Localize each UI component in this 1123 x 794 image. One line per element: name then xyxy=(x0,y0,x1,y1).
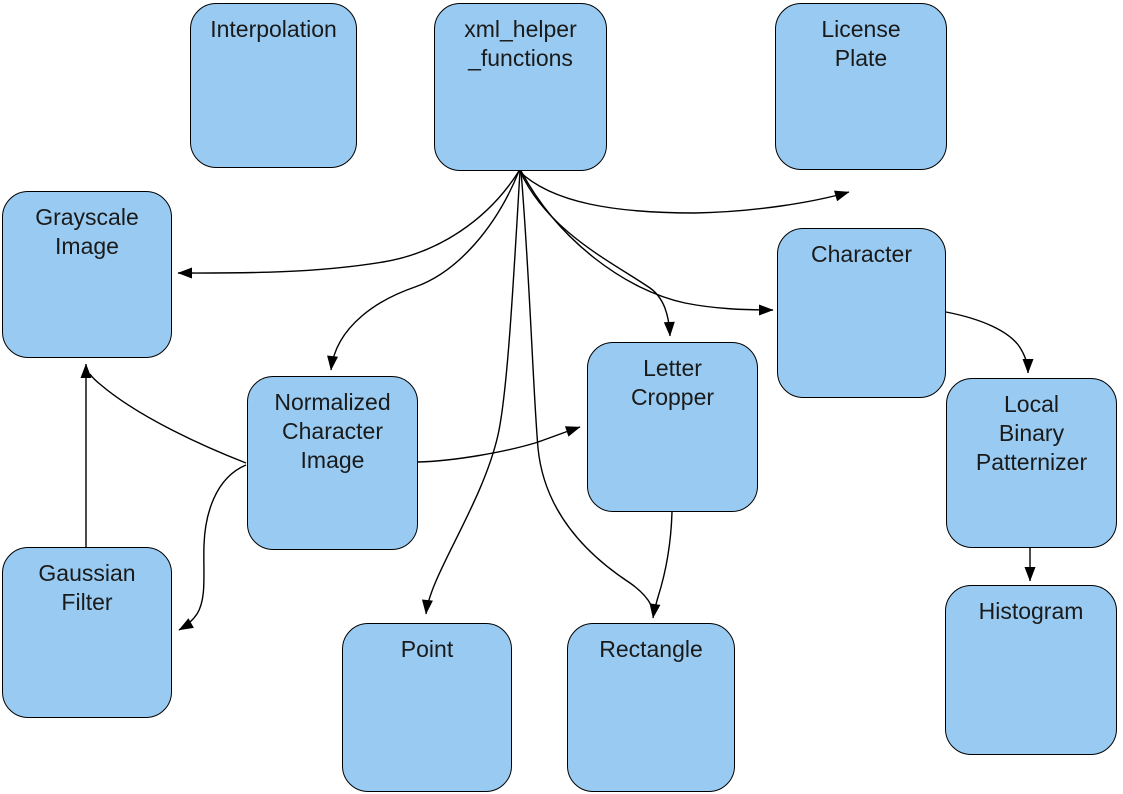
edge-normalized-character-image-to-grayscale-image xyxy=(89,373,247,464)
edge-normalized-character-image-to-letter-cropper xyxy=(417,426,581,463)
node-license-plate[interactable]: License Plate xyxy=(775,3,947,170)
edge-xml-helper-to-normalized-character-image xyxy=(327,170,520,371)
node-normalized-character-image[interactable]: Normalized Character Image xyxy=(247,376,418,550)
edge-xml-helper-to-character xyxy=(520,170,774,316)
edge-xml-helper-to-license-plate xyxy=(518,170,850,214)
edge-character-to-local-binary-patternizer xyxy=(945,311,1034,374)
node-point[interactable]: Point xyxy=(342,623,512,792)
node-label: License Plate xyxy=(821,16,901,71)
node-xml-helper-functions[interactable]: xml_helper _functions xyxy=(434,3,607,171)
node-label: Normalized Character Image xyxy=(274,389,391,473)
node-rectangle[interactable]: Rectangle xyxy=(567,623,735,792)
node-label: Rectangle xyxy=(599,636,703,662)
edge-xml-helper-to-grayscale-image xyxy=(177,170,520,279)
edge-xml-helper-to-letter-cropper xyxy=(519,170,675,337)
node-label: xml_helper _functions xyxy=(464,16,577,71)
node-interpolation[interactable]: Interpolation xyxy=(190,3,357,168)
node-label: Histogram xyxy=(978,598,1084,624)
node-label: Point xyxy=(400,636,454,662)
edge-letter-cropper-to-rectangle xyxy=(649,511,673,619)
node-gaussian-filter[interactable]: Gaussian Filter xyxy=(2,547,172,718)
edge-xml-helper-to-rectangle xyxy=(520,170,652,606)
node-label: Local Binary Patternizer xyxy=(975,391,1088,475)
node-grayscale-image[interactable]: Grayscale Image xyxy=(2,191,172,358)
node-histogram[interactable]: Histogram xyxy=(945,585,1117,755)
edge-xml-helper-to-point xyxy=(421,170,521,615)
node-letter-cropper[interactable]: Letter Cropper xyxy=(587,342,758,512)
node-label: Character xyxy=(811,241,912,267)
node-label: Interpolation xyxy=(210,16,337,42)
node-label: Letter Cropper xyxy=(630,355,715,410)
edge-normalized-character-image-to-gaussian-filter xyxy=(178,464,247,631)
node-local-binary-patternizer[interactable]: Local Binary Patternizer xyxy=(946,378,1117,548)
node-character[interactable]: Character xyxy=(777,228,946,398)
node-label: Gaussian Filter xyxy=(38,560,136,615)
node-label: Grayscale Image xyxy=(35,204,139,259)
